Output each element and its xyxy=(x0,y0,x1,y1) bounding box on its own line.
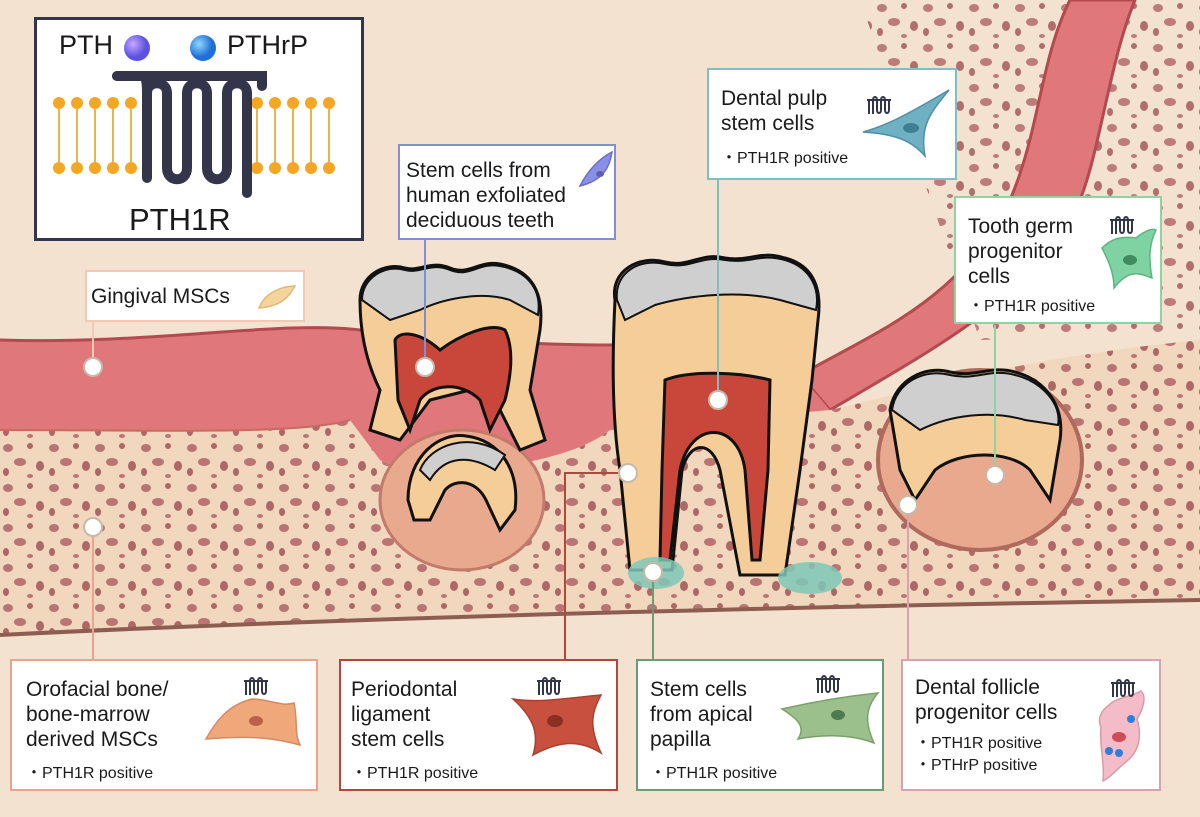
shed-title: Stem cells from human exfoliated deciduo… xyxy=(406,159,566,232)
dpsc-box: Dental pulp stem cells ・PTH1R positive xyxy=(707,68,957,180)
dfpc-note: ・PTH1R positive ・PTHrP positive xyxy=(915,735,1043,774)
dfpc-cell-icon xyxy=(1098,679,1145,783)
tgpc-box: Tooth germ progenitor cells ・PTH1R posit… xyxy=(954,196,1162,324)
pthrp-label: PTHrP xyxy=(227,30,308,60)
pdlsc-box: Periodontal ligament stem cells ・PTH1R p… xyxy=(339,659,618,791)
bmmsc-cell-icon xyxy=(204,677,302,747)
tgpc-cell-icon xyxy=(1101,216,1158,291)
pthrp-ligand-icon xyxy=(190,35,216,61)
shed-box: Stem cells from human exfoliated deciduo… xyxy=(398,144,616,240)
pth-ligand-icon xyxy=(124,35,150,61)
gingival-cell-icon xyxy=(257,285,297,309)
pth1r-label: PTH1R xyxy=(129,202,231,237)
scap-note: ・PTH1R positive xyxy=(650,765,778,782)
gingival-msc-box: Gingival MSCs xyxy=(85,270,305,322)
tgpc-note: ・PTH1R positive xyxy=(968,298,1096,315)
dfpc-title: Dental follicle progenitor cells xyxy=(915,676,1058,724)
scap-cell-icon xyxy=(780,675,880,745)
dfpc-box: Dental follicle progenitor cells ・PTH1R … xyxy=(901,659,1161,791)
dpsc-note: ・PTH1R positive xyxy=(721,150,849,167)
scap-title: Stem cells from apical papilla xyxy=(650,678,753,751)
tgpc-title: Tooth germ progenitor cells xyxy=(968,215,1074,288)
pdlsc-note: ・PTH1R positive xyxy=(351,765,479,782)
bmmsc-note: ・PTH1R positive xyxy=(26,765,154,782)
shed-cell-icon xyxy=(578,150,613,188)
pdlsc-title: Periodontal ligament stem cells xyxy=(351,678,458,751)
dpsc-cell-icon xyxy=(862,89,950,158)
pth1r-membrane-icon xyxy=(53,71,335,198)
bmmsc-box: Orofacial bone/ bone-marrow derived MSCs… xyxy=(10,659,318,791)
bmmsc-title: Orofacial bone/ bone-marrow derived MSCs xyxy=(26,678,169,751)
scap-box: Stem cells from apical papilla ・PTH1R po… xyxy=(636,659,884,791)
receptor-legend: PTH PTHrP PTH1R xyxy=(34,17,364,241)
dpsc-title: Dental pulp stem cells xyxy=(721,87,828,135)
gingival-msc-title: Gingival MSCs xyxy=(91,285,230,308)
pdlsc-cell-icon xyxy=(510,677,603,757)
pth-label: PTH xyxy=(59,30,113,60)
